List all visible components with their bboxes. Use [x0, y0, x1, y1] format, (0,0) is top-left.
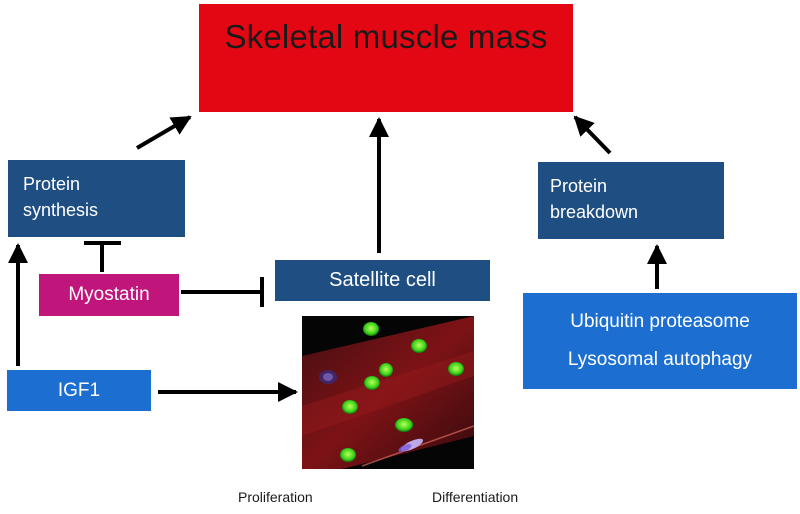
igf1-label: IGF1	[57, 379, 101, 401]
ubiquitin-proteasome-label: Ubiquitin proteasome	[570, 311, 750, 332]
protein-breakdown-line-2: breakdown	[550, 202, 639, 222]
satellite-cell-micrograph	[302, 316, 474, 469]
protein-synthesis-box: Protein synthesis	[8, 160, 185, 237]
skeletal-muscle-mass-box: Skeletal muscle mass	[199, 4, 573, 112]
differentiation-caption: Differentiation	[432, 489, 519, 505]
arrow-breakdown-to-mass	[573, 115, 612, 155]
protein-breakdown-box: Protein breakdown	[538, 162, 724, 239]
inhibit-myostatin-synthesis	[84, 241, 121, 272]
satellite-cell-box: Satellite cell	[275, 260, 490, 301]
arrow-synthesis-to-mass	[135, 115, 192, 150]
myostatin-label: Myostatin	[68, 284, 150, 305]
lysosomal-autophagy-label: Lysosomal autophagy	[567, 349, 753, 370]
protein-synthesis-line-2: synthesis	[23, 200, 99, 220]
myostatin-box: Myostatin	[39, 274, 179, 316]
proliferation-caption: Proliferation	[238, 489, 313, 505]
skeletal-muscle-mass-label: Skeletal muscle mass	[224, 18, 548, 55]
degradation-pathways-box: Ubiquitin proteasome Lysosomal autophagy	[523, 293, 797, 389]
protein-breakdown-line-1: Protein	[550, 176, 608, 196]
inhibit-myostatin-satellite	[181, 277, 264, 307]
satellite-cell-label: Satellite cell	[329, 269, 436, 291]
igf1-box: IGF1	[7, 370, 151, 411]
protein-synthesis-line-1: Protein	[23, 174, 81, 194]
